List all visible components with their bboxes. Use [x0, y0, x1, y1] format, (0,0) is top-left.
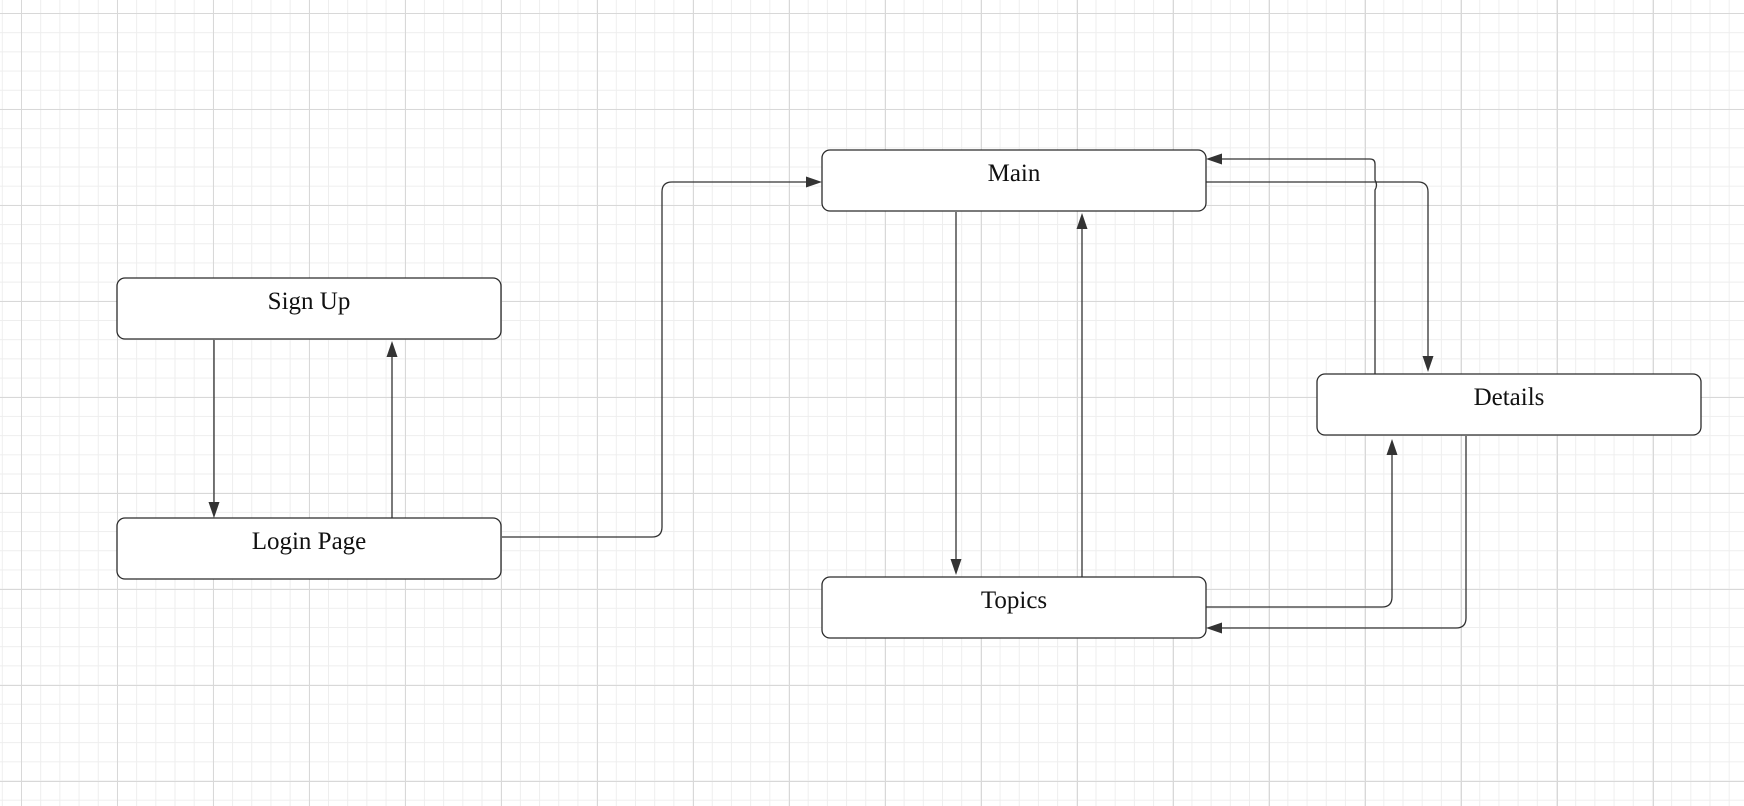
arrowhead-icon — [208, 502, 220, 518]
node-label-topics: Topics — [981, 587, 1047, 614]
node-box — [821, 149, 1207, 212]
edge-details-to-topics[interactable] — [1206, 436, 1467, 634]
node-main[interactable]: Main — [821, 149, 1207, 212]
node-login-page[interactable]: Login Page — [116, 517, 502, 580]
edge-main-to-details[interactable] — [1206, 181, 1434, 372]
edge-details-to-main[interactable] — [1206, 153, 1378, 375]
node-details[interactable]: Details — [1316, 373, 1702, 436]
node-label-main: Main — [988, 160, 1041, 187]
arrowhead-icon — [1386, 439, 1398, 455]
edge-topics-to-main[interactable] — [1076, 213, 1088, 577]
node-box — [116, 277, 502, 340]
node-box — [116, 517, 502, 580]
arrowhead-icon — [1206, 153, 1222, 165]
node-box — [1316, 373, 1702, 436]
edge-login-to-signup[interactable] — [386, 341, 398, 518]
node-sign-up[interactable]: Sign Up — [116, 277, 502, 340]
edge-topics-to-details[interactable] — [1206, 439, 1398, 608]
edge-login-to-main[interactable] — [502, 176, 822, 538]
arrowhead-icon — [806, 176, 822, 188]
node-label-login-page: Login Page — [252, 528, 367, 555]
node-label-sign-up: Sign Up — [268, 288, 351, 315]
arrowhead-icon — [1076, 213, 1088, 229]
node-topics[interactable]: Topics — [821, 576, 1207, 639]
arrowhead-icon — [386, 341, 398, 357]
edge-main-to-topics[interactable] — [950, 212, 962, 575]
node-label-details: Details — [1474, 384, 1545, 411]
edge-signup-to-login[interactable] — [208, 340, 220, 518]
node-box — [821, 576, 1207, 639]
edges — [208, 153, 1467, 634]
arrowhead-icon — [1422, 356, 1434, 372]
arrowhead-icon — [1206, 622, 1222, 634]
arrowhead-icon — [950, 559, 962, 575]
